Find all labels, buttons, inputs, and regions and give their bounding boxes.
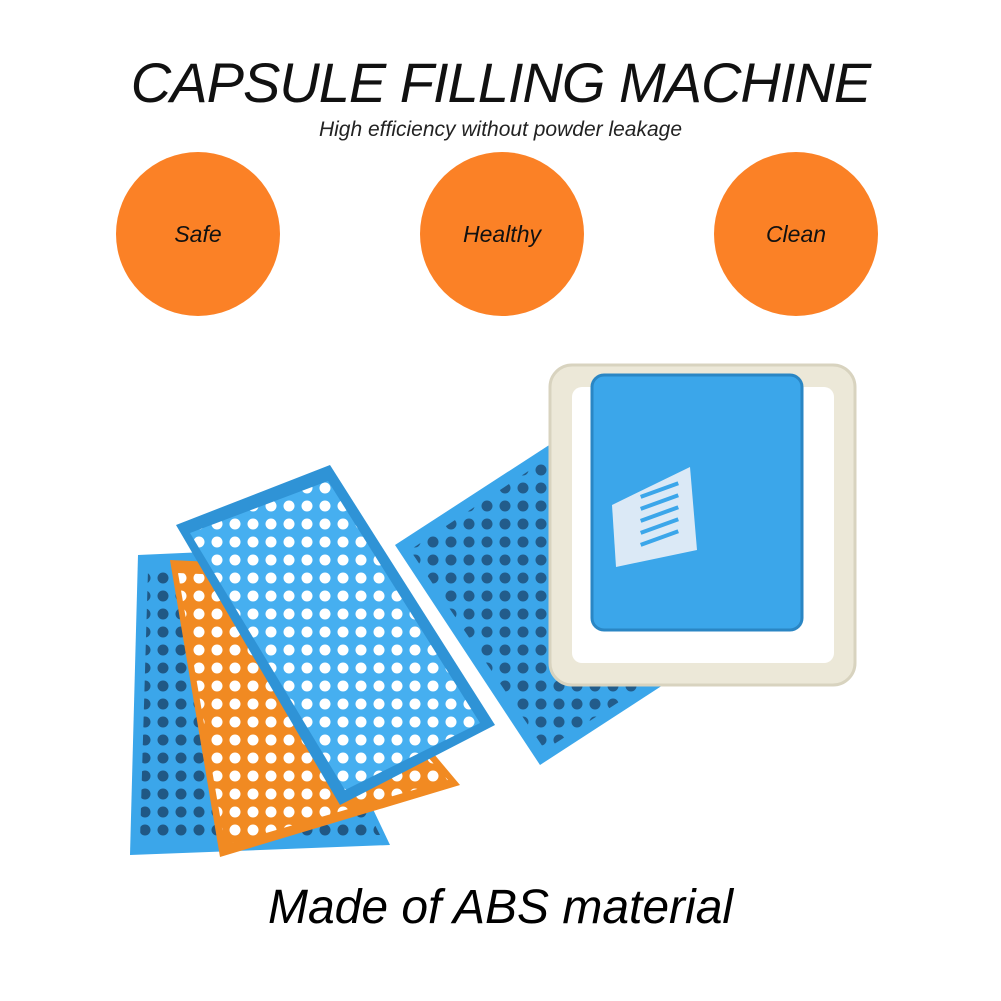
page-title: CAPSULE FILLING MACHINE (130, 51, 871, 114)
blue-loading-tray (176, 465, 495, 805)
badge-healthy: Healthy (420, 152, 584, 316)
page-subtitle: High efficiency without powder leakage (318, 118, 683, 141)
badge-label: Healthy (463, 220, 541, 247)
badge-label: Clean (765, 220, 827, 247)
blue-lid (590, 373, 804, 632)
material-caption: Made of ABS material (267, 881, 734, 934)
badge-label: Safe (174, 220, 222, 247)
badge-safe: Safe (116, 152, 280, 316)
badge-clean: Clean (714, 152, 878, 316)
capsule-tray-product-image (130, 363, 857, 857)
